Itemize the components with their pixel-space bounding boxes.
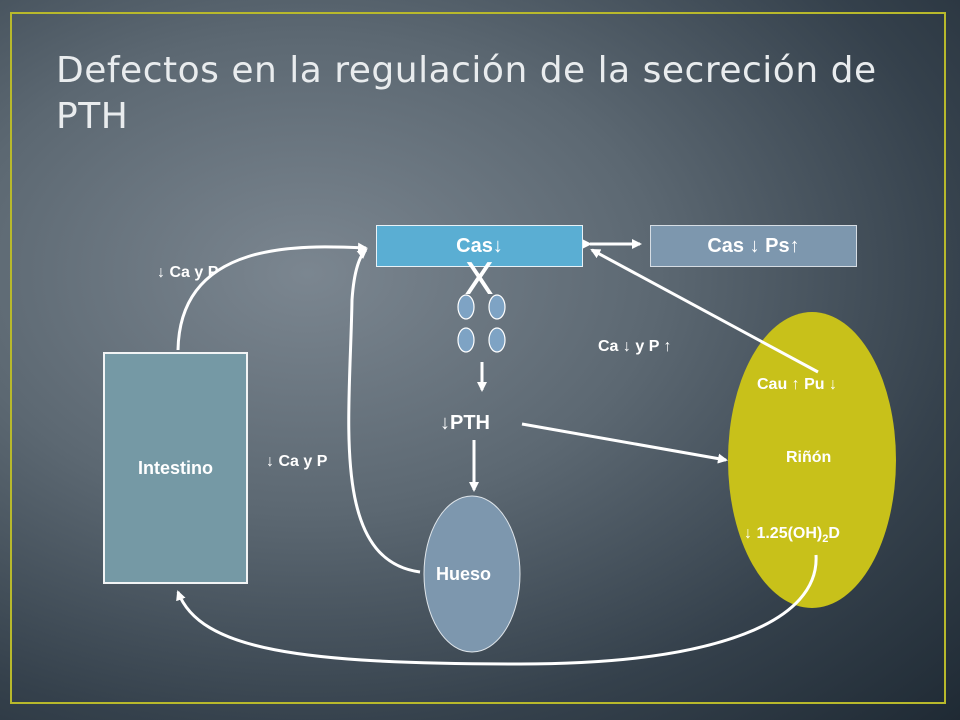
rinon-name-label: Riñón: [786, 449, 832, 466]
parathyroid-gland-tl: [457, 294, 475, 320]
hueso-label: Hueso: [436, 564, 492, 584]
parathyroid-gland-bl: [457, 327, 475, 353]
arrow-rinon-to-cas: [590, 248, 819, 374]
rinon-vitamin-d-sub: 2: [822, 533, 829, 546]
slide-frame: [10, 12, 946, 704]
rinon-vitamin-d-label: ↓ 1.25(OH)2D: [744, 525, 840, 545]
pth-label: ↓PTH: [440, 412, 490, 434]
parathyroid-gland-br: [488, 327, 506, 353]
label-ca-p-intestino: ↓ Ca y P: [157, 264, 219, 281]
rinon-shape: [728, 312, 896, 608]
rinon-cau-pu-label: Cau ↑ Pu ↓: [757, 376, 838, 393]
slide-title: Defectos en la regulación de la secreció…: [56, 50, 877, 137]
label-ca-p-hueso: ↓ Ca y P: [266, 453, 328, 470]
arrow-pth-to-rinon: [521, 422, 728, 464]
intestino-box: Intestino: [103, 352, 248, 584]
arrow-hueso-to-cas: [347, 248, 421, 574]
arrow-intestino-to-cas: [176, 242, 368, 351]
cas-ps-box: Cas ↓ Ps↑: [650, 225, 857, 267]
rinon-vitamin-d-end: D: [828, 525, 840, 542]
cas-low-box: Cas↓: [376, 225, 583, 267]
rinon-vitamin-d-text: ↓ 1.25(OH): [744, 525, 823, 542]
label-ca-p-rinon: Ca ↓ y P ↑: [598, 338, 672, 355]
parathyroid-gland-tr: [488, 294, 506, 320]
arrow-rinon-to-intestino: [176, 554, 818, 666]
hueso-shape: [423, 495, 521, 653]
block-x-mark: X: [464, 254, 495, 305]
